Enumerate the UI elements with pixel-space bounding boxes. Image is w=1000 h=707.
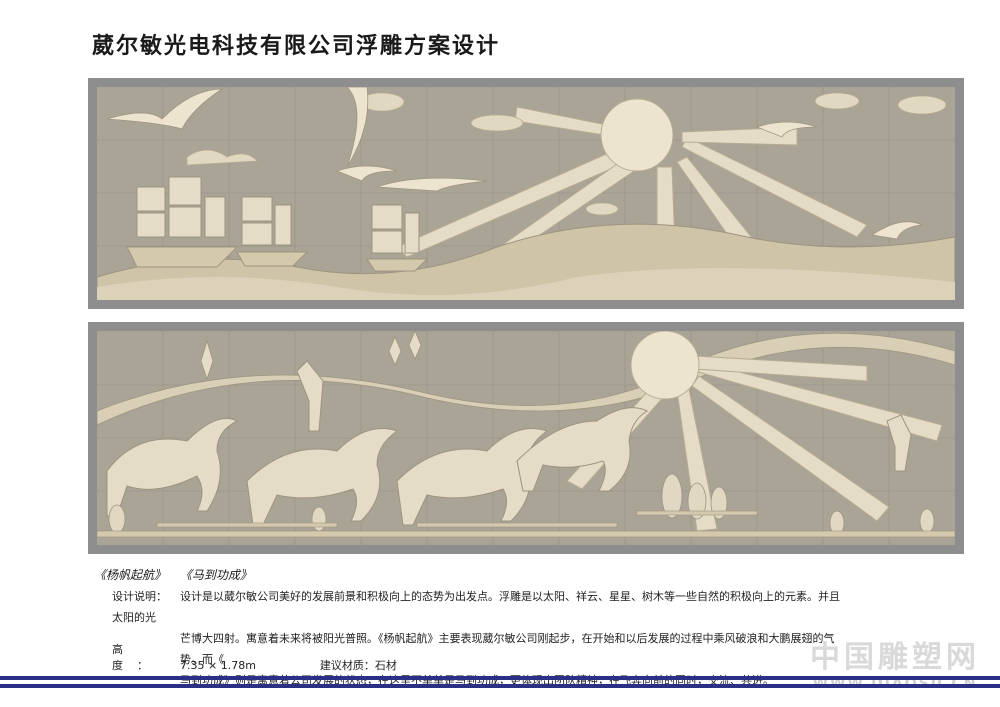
bottom-rule-upper [0, 676, 1000, 680]
material-label: 建议材质： [319, 659, 375, 672]
height-value: 7.35 × 1.78m [180, 659, 256, 672]
watermark: 中国雕塑网 WWW.DIAOSU.CN [810, 632, 980, 692]
relief-image-horses [97, 331, 955, 545]
caption-sailing: 《杨帆起航》 [94, 568, 167, 582]
caption-horses: 《马到功成》 [179, 568, 252, 582]
description-line-2: 芒博大四射。寓意着未来将被阳光普照。《杨帆起航》主要表现葳尔敏公司刚起步，在开始… [180, 632, 835, 666]
relief-panel-sailing [88, 78, 964, 309]
relief-panel-horses [88, 322, 964, 554]
bottom-rule-lower [0, 684, 1000, 688]
page-title: 葳尔敏光电科技有限公司浮雕方案设计 [92, 34, 501, 59]
description-line-1: 设计是以葳尔敏公司美好的发展前景和积极向上的态势为出发点。浮雕是以太阳、祥云、星… [112, 590, 840, 624]
description-label: 设计说明： [112, 590, 167, 603]
material-value: 石材 [374, 659, 397, 672]
specs-row: 高度： 7.35 × 1.78m 建议材质：石材 [112, 641, 397, 673]
panel-captions: 《杨帆起航》 《马到功成》 [94, 566, 262, 583]
relief-image-sailing [97, 87, 955, 300]
height-label: 高度： [112, 643, 162, 672]
watermark-name: 中国雕塑网 [810, 640, 980, 675]
